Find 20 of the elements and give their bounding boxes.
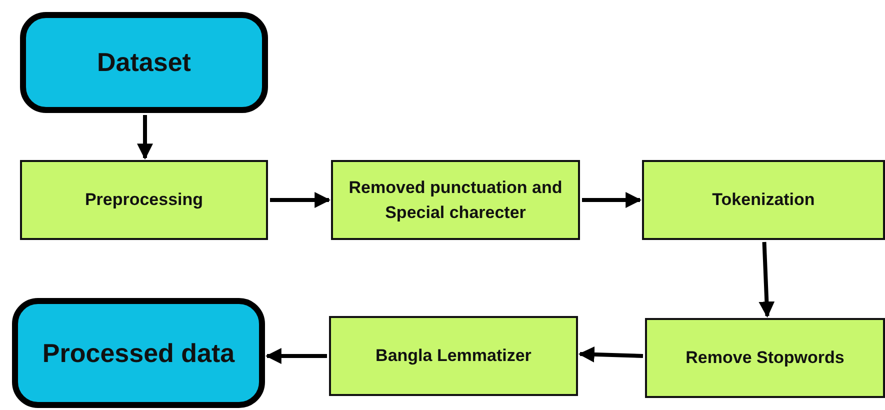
terminal-box xyxy=(20,12,268,113)
process-box xyxy=(20,160,268,240)
node-label: Bangla Lemmatizer xyxy=(376,345,532,368)
arrow xyxy=(578,346,644,362)
node-label: Dataset xyxy=(97,47,191,78)
process-box xyxy=(642,160,885,240)
node-label: Processed data xyxy=(42,338,235,368)
terminal-box xyxy=(12,298,265,408)
arrow xyxy=(582,192,642,208)
node-label: Removed punctuation and Special charecter xyxy=(348,176,564,224)
node-label: Remove Stopwords xyxy=(686,347,844,370)
node-label: Tokenization xyxy=(712,189,815,212)
process-box xyxy=(329,316,578,396)
arrow xyxy=(758,242,775,318)
node-label: Preprocessing xyxy=(84,189,204,212)
arrow xyxy=(137,115,153,160)
arrow xyxy=(270,192,331,208)
arrow xyxy=(265,348,327,364)
process-box xyxy=(331,160,580,240)
process-box xyxy=(645,318,885,398)
